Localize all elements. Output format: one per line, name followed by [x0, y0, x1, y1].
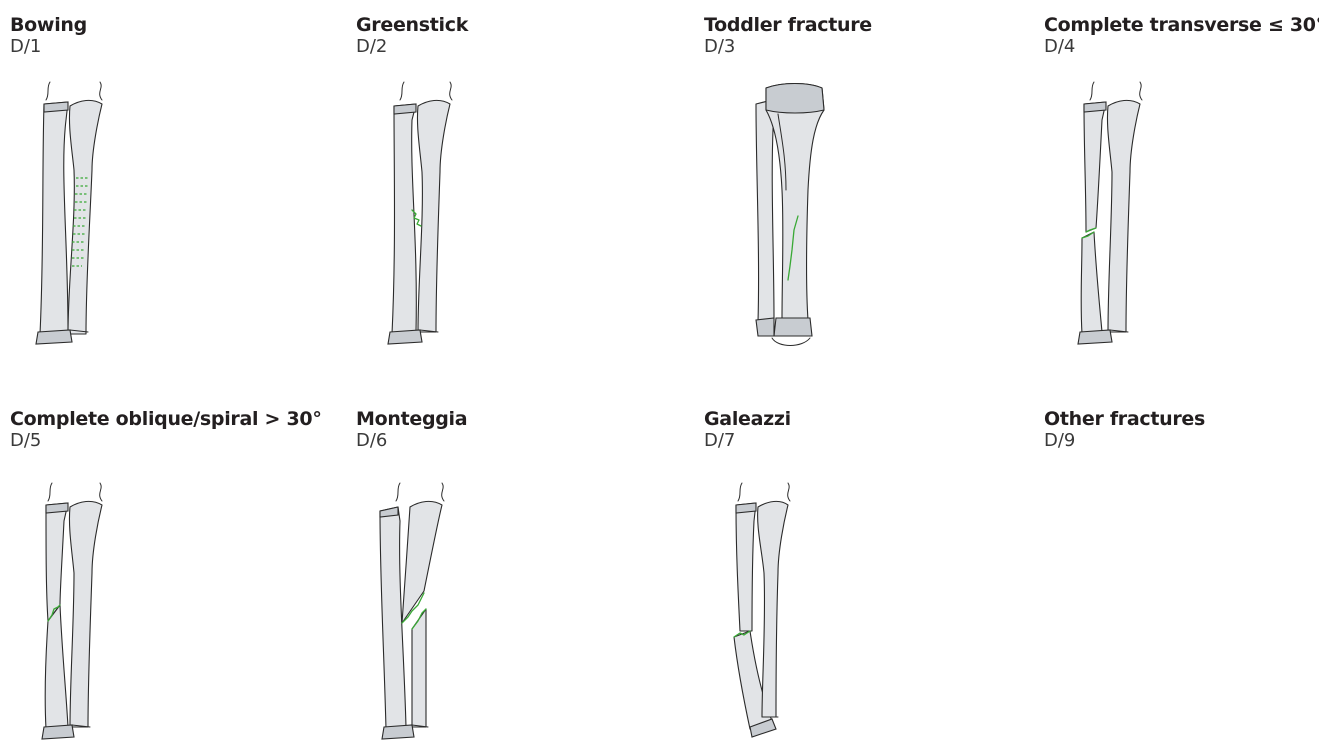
panel-complete-transverse: Complete transverse ≤ 30° D/4 [1044, 14, 1319, 57]
panel-code: D/7 [704, 431, 1034, 451]
panel-title: Greenstick [356, 14, 686, 36]
forearm-monteggia-illustration [376, 476, 466, 746]
panel-title: Monteggia [356, 408, 686, 430]
leg-toddler-fracture-illustration [752, 80, 852, 352]
panel-title: Galeazzi [704, 408, 1034, 430]
panel-other-fractures: Other fractures D/9 [1044, 408, 1319, 451]
panel-toddler-fracture: Toddler fracture D/3 [704, 14, 1034, 57]
panel-complete-oblique-spiral: Complete oblique/spiral > 30° D/5 [10, 408, 340, 451]
panel-code: D/5 [10, 431, 340, 451]
forearm-galeazzi-illustration [722, 476, 812, 746]
panel-bowing: Bowing D/1 [10, 14, 340, 57]
forearm-greenstick-illustration [384, 80, 474, 350]
panel-code: D/4 [1044, 37, 1319, 57]
panel-monteggia: Monteggia D/6 [356, 408, 686, 451]
panel-title: Other fractures [1044, 408, 1319, 430]
panel-title: Complete transverse ≤ 30° [1044, 14, 1319, 36]
panel-greenstick: Greenstick D/2 [356, 14, 686, 57]
panel-code: D/6 [356, 431, 686, 451]
forearm-bowing-illustration [30, 80, 120, 350]
panel-galeazzi: Galeazzi D/7 [704, 408, 1034, 451]
forearm-complete-transverse-illustration [1074, 80, 1164, 350]
panel-title: Toddler fracture [704, 14, 1034, 36]
forearm-complete-oblique-spiral-illustration [32, 476, 122, 746]
panel-code: D/3 [704, 37, 1034, 57]
panel-code: D/1 [10, 37, 340, 57]
panel-code: D/2 [356, 37, 686, 57]
panel-title: Bowing [10, 14, 340, 36]
panel-title: Complete oblique/spiral > 30° [10, 408, 340, 430]
panel-code: D/9 [1044, 431, 1319, 451]
